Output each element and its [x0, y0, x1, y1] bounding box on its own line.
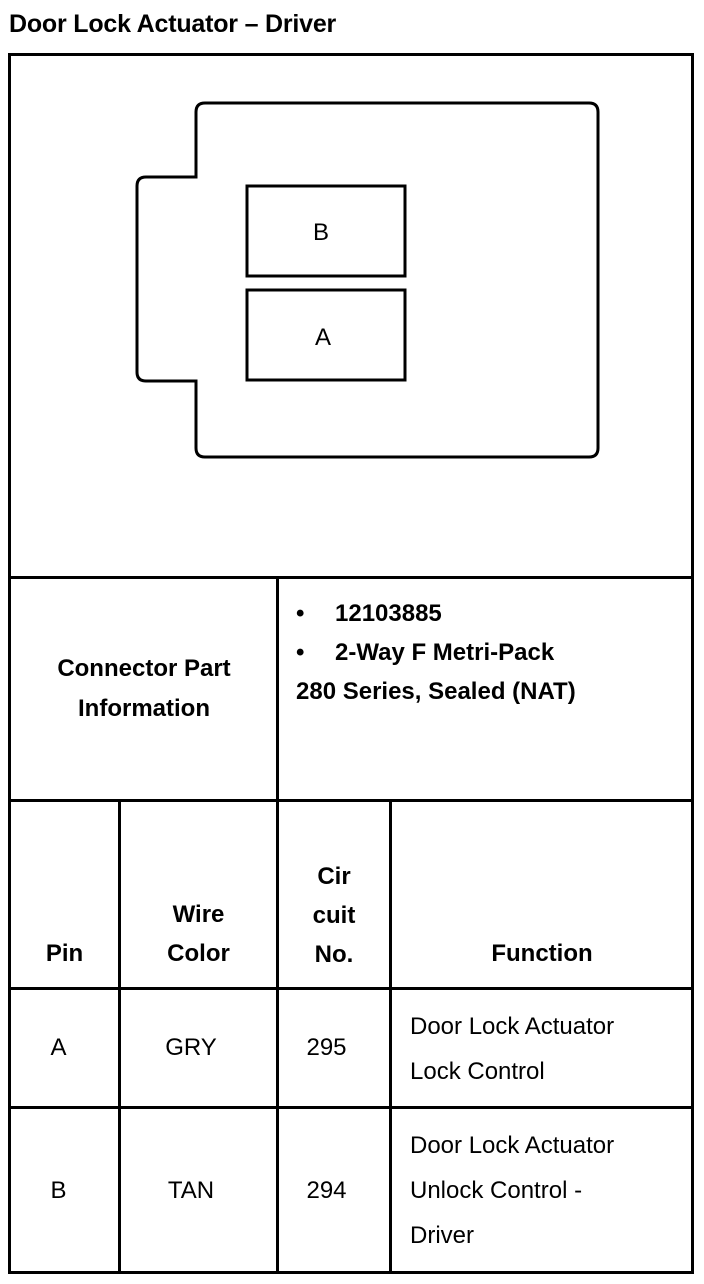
connector-table-frame [8, 53, 694, 1274]
cavity-b [245, 184, 407, 278]
header-circuit-number: Cir cuit No. [312, 863, 356, 968]
table-row-b-function: Door Lock Actuator Unlock Control - Driv… [410, 1132, 615, 1249]
connector-housing-outline [135, 101, 600, 459]
connector-description: 2-Way F Metri-Pack [335, 639, 555, 666]
table-row-a-pin: A [50, 1034, 67, 1061]
cavity-b-label: B [313, 219, 329, 246]
table-row-b-pin: B [50, 1176, 67, 1204]
part-number: 12103885 [335, 600, 442, 627]
connector-face-diagram: B A [135, 101, 600, 459]
divider-row-a-bottom [8, 1106, 694, 1109]
table-row-a-function: Door Lock Actuator Lock Control [410, 1013, 615, 1085]
connector-part-info-label: Connector Part Information [57, 655, 231, 722]
connector-description-item: • 2-Way F Metri-Pack [296, 633, 576, 672]
connector-series: 280 Series, Sealed (NAT) [296, 678, 576, 705]
bullet-icon: • [296, 639, 305, 666]
header-function: Function [491, 940, 593, 967]
divider-info-bottom [8, 799, 694, 802]
part-number-item: • 12103885 [296, 594, 576, 633]
divider-info-column [276, 576, 279, 1274]
table-row-b-wire-color: TAN [167, 1176, 215, 1204]
divider-header-bottom [8, 987, 694, 990]
connector-part-details: • 12103885 • 2-Way F Metri-Pack 280 Seri… [296, 594, 576, 711]
header-wire-color: Wire Color [167, 901, 230, 967]
bullet-icon: • [296, 600, 305, 627]
table-row-a-wire-color: GRY [165, 1034, 217, 1061]
divider-pin-column [118, 799, 121, 1274]
header-pin: Pin [45, 940, 84, 967]
table-row-a-circuit: 295 [306, 1034, 347, 1061]
cavity-a [245, 288, 407, 382]
cavity-a-label: A [315, 324, 331, 351]
table-row-b-circuit: 294 [306, 1176, 347, 1204]
page-title: Door Lock Actuator – Driver [9, 10, 337, 38]
divider-circuit-column [389, 799, 392, 1274]
divider-diagram-bottom [8, 576, 694, 579]
